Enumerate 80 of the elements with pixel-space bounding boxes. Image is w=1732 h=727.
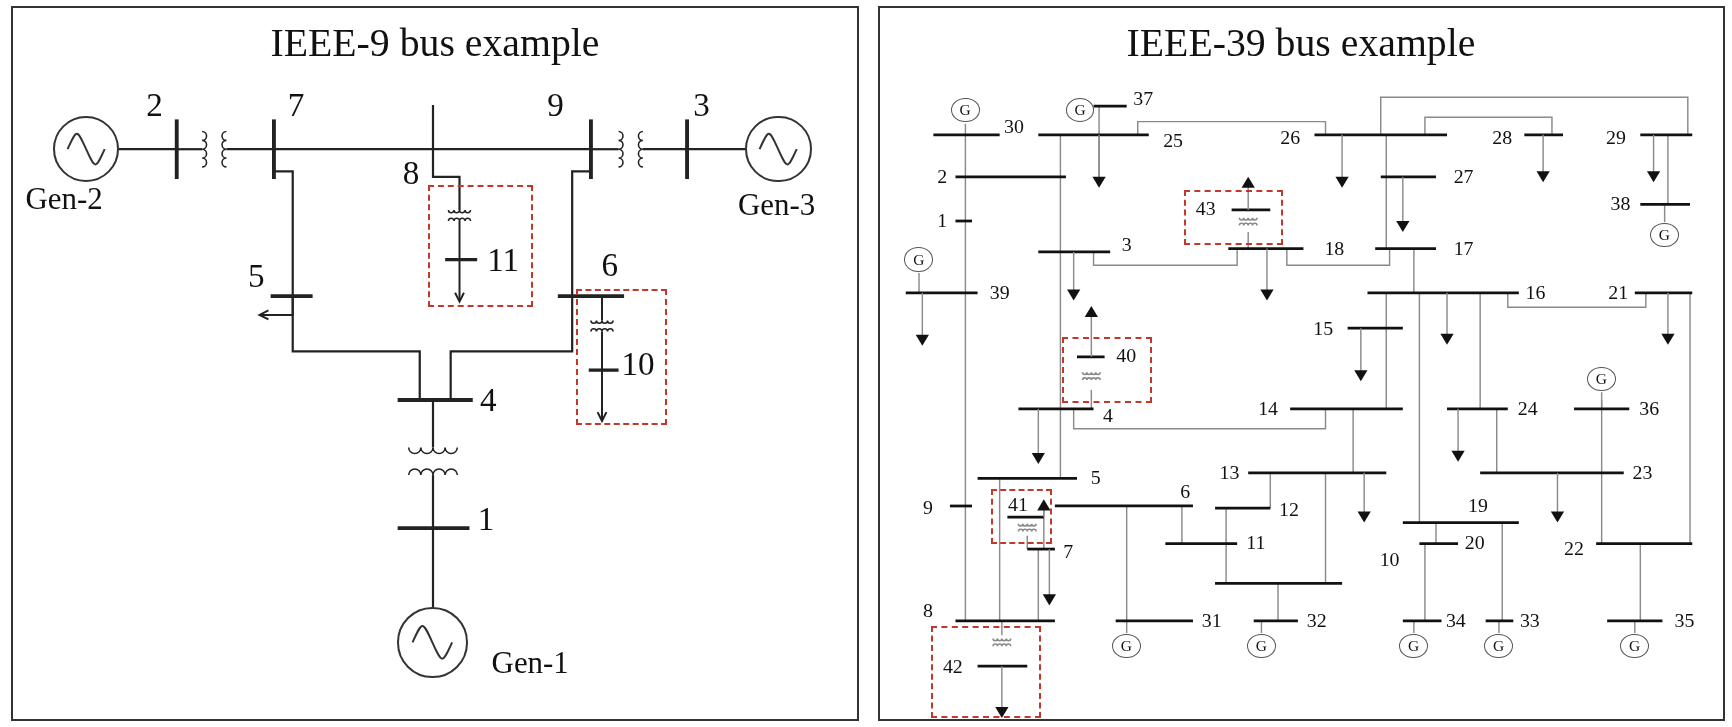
- bus-number: 6: [1180, 481, 1191, 502]
- bus-number: 29: [1606, 128, 1626, 148]
- bus-number: 14: [1258, 398, 1278, 419]
- bus-number: 34: [1445, 610, 1466, 631]
- bus-number: 7: [1063, 542, 1074, 563]
- bus-number: 41: [1008, 495, 1028, 516]
- bus-number: 33: [1519, 610, 1540, 631]
- bus-number: 19: [1468, 495, 1488, 516]
- panel-title: IEEE-39 bus example: [1126, 24, 1476, 64]
- dashed-highlight-box: [1183, 189, 1284, 245]
- bus-number: 18: [1324, 238, 1345, 259]
- generator-label: Gen-3: [737, 190, 816, 221]
- bus-number: 5: [247, 259, 265, 293]
- bus-number: 15: [1313, 319, 1334, 340]
- bus-number: 39: [989, 282, 1010, 303]
- generator-symbol: G: [1399, 633, 1428, 659]
- bus-number: 35: [1674, 610, 1695, 631]
- bus-number: 40: [1116, 346, 1137, 367]
- bus-number: 2: [146, 88, 163, 122]
- generator-symbol: G: [1620, 633, 1649, 659]
- bus-number: 4: [1102, 406, 1113, 427]
- dashed-highlight-box: [990, 489, 1053, 545]
- bus-number: 32: [1306, 610, 1327, 631]
- bus-number: 3: [693, 88, 710, 122]
- bus-number: 27: [1453, 166, 1474, 187]
- panel-title: IEEE-9 bus example: [270, 24, 600, 64]
- bus-number: 38: [1610, 194, 1631, 215]
- generator-symbol: [397, 607, 469, 678]
- bus-number: 30: [1004, 117, 1024, 137]
- bus-number: 11: [1246, 533, 1266, 554]
- generator-symbol: G: [1484, 633, 1514, 659]
- generator-symbol: G: [1650, 222, 1679, 248]
- bus-number: 26: [1280, 128, 1301, 148]
- bus-number: 43: [1195, 199, 1216, 220]
- generator-label: Gen-2: [25, 183, 103, 215]
- bus-number: 7: [287, 88, 305, 122]
- dashed-highlight-box: [428, 185, 534, 307]
- generator-symbol: G: [1065, 98, 1095, 123]
- bus-number: 20: [1464, 533, 1485, 554]
- bus-number: 11: [487, 243, 520, 277]
- bus-number: 17: [1453, 238, 1474, 259]
- generator-symbol: [745, 115, 812, 183]
- diagram-panel: [878, 5, 1726, 722]
- bus-number: 8: [402, 156, 420, 190]
- bus-number: 37: [1133, 89, 1154, 110]
- bus-number: 8: [922, 600, 933, 621]
- generator-symbol: G: [904, 247, 934, 272]
- generator-symbol: [52, 115, 120, 183]
- bus-number: 36: [1639, 398, 1660, 419]
- bus-number: 22: [1564, 539, 1584, 559]
- bus-number: 1: [937, 210, 948, 231]
- bus-number: 4: [479, 383, 497, 417]
- bus-number: 16: [1525, 282, 1546, 303]
- bus-number: 24: [1517, 398, 1538, 419]
- bus-number: 13: [1219, 462, 1240, 483]
- bus-number: 12: [1279, 500, 1299, 521]
- diagram-panel: [11, 5, 860, 722]
- bus-number: 9: [922, 498, 933, 519]
- dashed-highlight-box: [576, 289, 667, 426]
- bus-number: 42: [942, 656, 963, 677]
- generator-symbol: G: [1587, 366, 1616, 391]
- bus-number: 31: [1201, 610, 1222, 631]
- bus-number: 5: [1090, 468, 1101, 489]
- generator-symbol: G: [950, 98, 980, 123]
- bus-number: 9: [547, 88, 564, 122]
- bus-number: 21: [1608, 282, 1629, 303]
- bus-number: 10: [1379, 550, 1400, 570]
- bus-number: 23: [1632, 462, 1653, 483]
- generator-symbol: G: [1112, 633, 1141, 659]
- bus-number: 6: [601, 248, 618, 282]
- bus-number: 1: [477, 502, 495, 536]
- bus-number: 3: [1121, 235, 1132, 256]
- generator-label: Gen-1: [491, 647, 569, 679]
- generator-symbol: G: [1246, 633, 1276, 659]
- bus-number: 25: [1163, 131, 1183, 152]
- bus-number: 28: [1492, 128, 1513, 148]
- dashed-highlight-box: [930, 626, 1042, 718]
- bus-number: 2: [937, 166, 948, 187]
- dashed-highlight-box: [1062, 336, 1152, 403]
- bus-number: 10: [621, 347, 655, 381]
